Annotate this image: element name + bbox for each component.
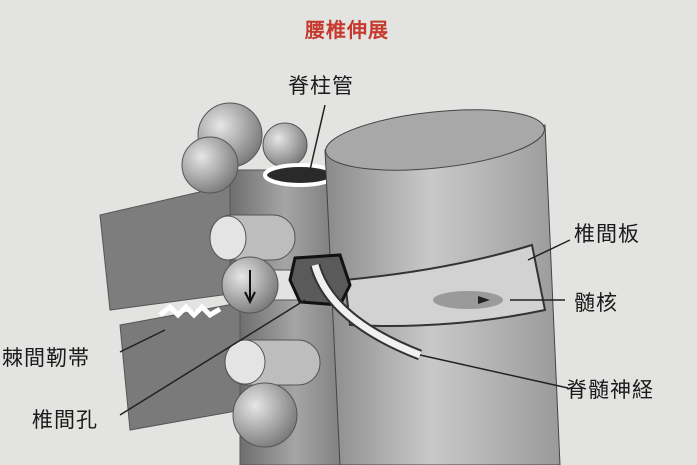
label-intervertebral-foramen: 椎間孔 [32,408,98,432]
nucleus-arrow-icon [478,296,490,304]
spinal-nerve [311,264,422,359]
posterior-elements [181,102,351,465]
spinous-processes [99,184,271,431]
nucleus-pulposus [433,291,503,309]
leader-lines [119,104,571,416]
label-nucleus-pulposus: 髄核 [574,291,618,315]
interspinous-ligament [158,303,222,319]
spinal-canal [263,163,337,187]
label-intervertebral-disc: 椎間板 [574,222,640,246]
diagram-title: 腰椎伸展 [305,18,389,42]
label-interspinous-ligament: 棘間靭帯 [2,346,90,370]
label-spinal-canal: 脊柱管 [288,74,354,98]
intervertebral-disc [343,243,547,327]
arrow-icon [244,270,256,305]
label-spinal-nerve: 脊髄神経 [566,378,654,402]
